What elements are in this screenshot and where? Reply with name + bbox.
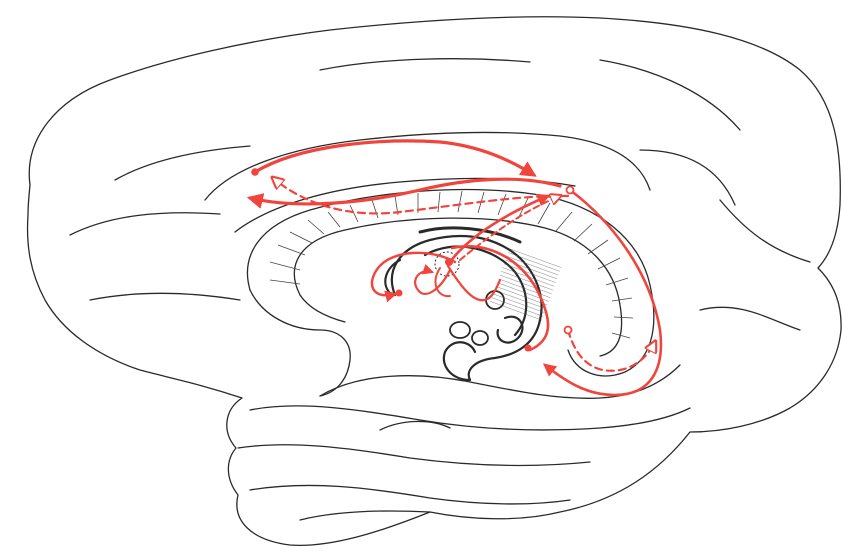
nucleus	[472, 331, 488, 345]
gyrus-fold	[320, 59, 530, 70]
pathway-top-arc	[255, 141, 534, 175]
gyrus-fold	[700, 307, 800, 330]
pathway-central-loop	[372, 253, 455, 295]
cerebellum-fold	[250, 485, 570, 504]
gyrus-fold	[90, 293, 240, 300]
gyrus-fold	[640, 150, 735, 205]
temporal-fold	[300, 511, 430, 520]
pathway-posterior-arc	[545, 190, 661, 395]
gyrus-fold	[600, 60, 740, 130]
pathway-node-open	[567, 187, 574, 194]
pathway-descending	[448, 266, 500, 300]
nucleus	[450, 322, 470, 338]
genu	[250, 290, 350, 396]
corpus-callosum-inner	[294, 218, 621, 356]
pathway-node	[445, 258, 453, 266]
pathway-central-loop-2	[415, 270, 450, 294]
gyrus-fold	[115, 146, 250, 180]
pathway-node	[396, 290, 403, 297]
pathway-node	[525, 345, 532, 352]
cortex-outline	[28, 17, 842, 546]
genu-inner	[300, 295, 345, 322]
anterior-commissure	[444, 342, 475, 380]
pathway-node-open	[565, 327, 572, 334]
cerebellum-fold	[238, 445, 590, 466]
gyrus-fold	[70, 213, 220, 235]
cerebellum-fold	[250, 406, 690, 430]
brain-outline	[28, 17, 842, 546]
pathway-node	[251, 168, 259, 176]
gyrus-fold	[720, 200, 810, 262]
